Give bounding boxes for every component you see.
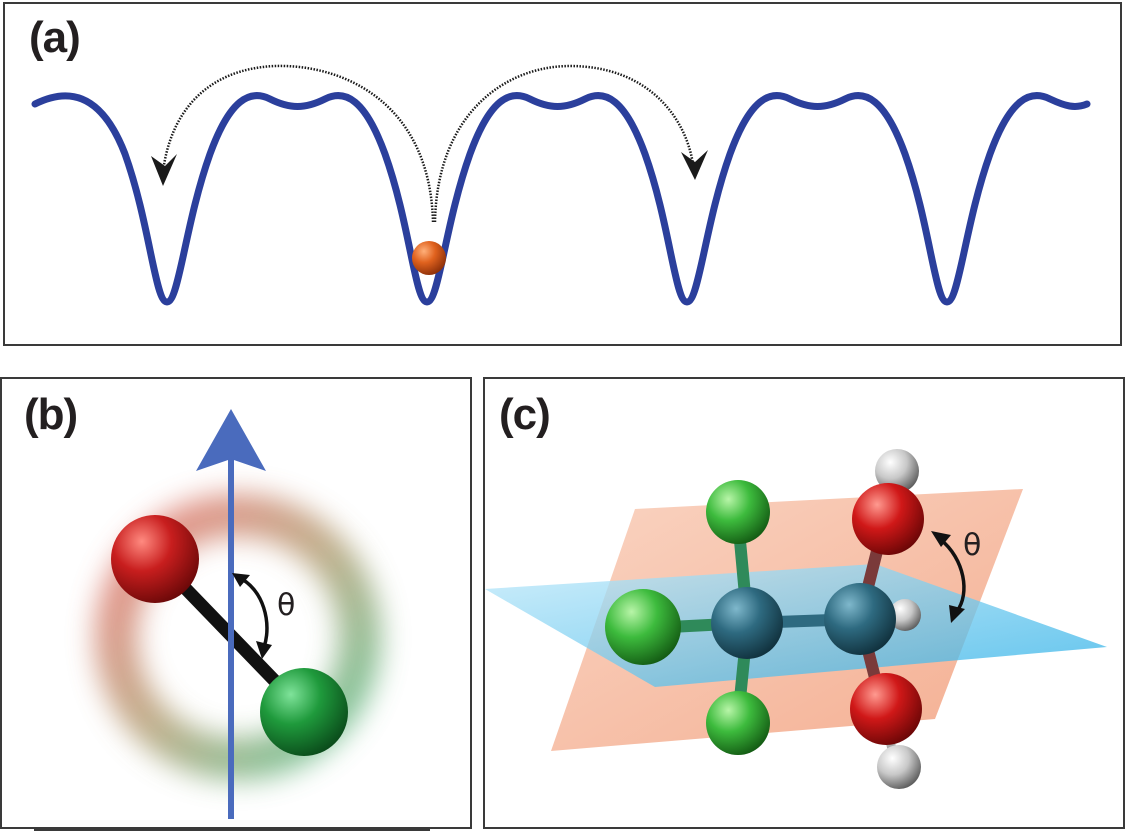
rotation-arrow xyxy=(237,575,269,648)
atom-green xyxy=(260,668,348,756)
panel-b-label: (b) xyxy=(24,390,78,439)
panel-b-theta-label: θ xyxy=(277,588,296,623)
atom-red xyxy=(111,515,199,603)
atom-f-top xyxy=(706,480,770,544)
hop-right-arrow xyxy=(433,64,695,223)
rotation-arrowhead-top xyxy=(232,573,250,587)
atom-h-mid xyxy=(889,599,921,631)
hop-left-arrow xyxy=(161,64,435,223)
panel-a: (a) xyxy=(3,2,1122,346)
rotation-arrowhead-bottom xyxy=(256,641,272,659)
atom-h-top xyxy=(875,449,919,493)
axis-arrow-head xyxy=(196,409,266,471)
panel-c-theta-label: θ xyxy=(963,528,982,563)
rotation-arrowhead-c-bottom xyxy=(949,605,965,623)
atom-f-bottom xyxy=(706,691,770,755)
panel-c: (c) xyxy=(483,377,1125,829)
panel-b: (b) xyxy=(0,377,472,829)
atom-c-right xyxy=(824,583,896,655)
panel-c-diagram xyxy=(485,449,1107,789)
atom-o-top xyxy=(852,483,924,555)
panel-a-diagram xyxy=(31,64,1091,306)
atom-h-bottom xyxy=(877,745,921,789)
rotation-halo xyxy=(95,494,381,780)
particle xyxy=(412,241,446,275)
panel-a-label: (a) xyxy=(29,13,81,62)
atom-c-left xyxy=(711,587,783,659)
hop-right-arrowhead xyxy=(681,150,708,180)
atom-o-bottom xyxy=(850,673,922,745)
atom-f-left xyxy=(605,589,681,665)
bottom-rule xyxy=(34,829,430,831)
potential-curve xyxy=(31,92,1091,306)
hop-left-arrowhead xyxy=(151,154,177,186)
rotation-arrow-c xyxy=(938,537,966,613)
rotation-arrowhead-c-top xyxy=(931,531,951,547)
panel-b-diagram xyxy=(95,409,381,819)
panel-c-label: (c) xyxy=(499,390,551,439)
